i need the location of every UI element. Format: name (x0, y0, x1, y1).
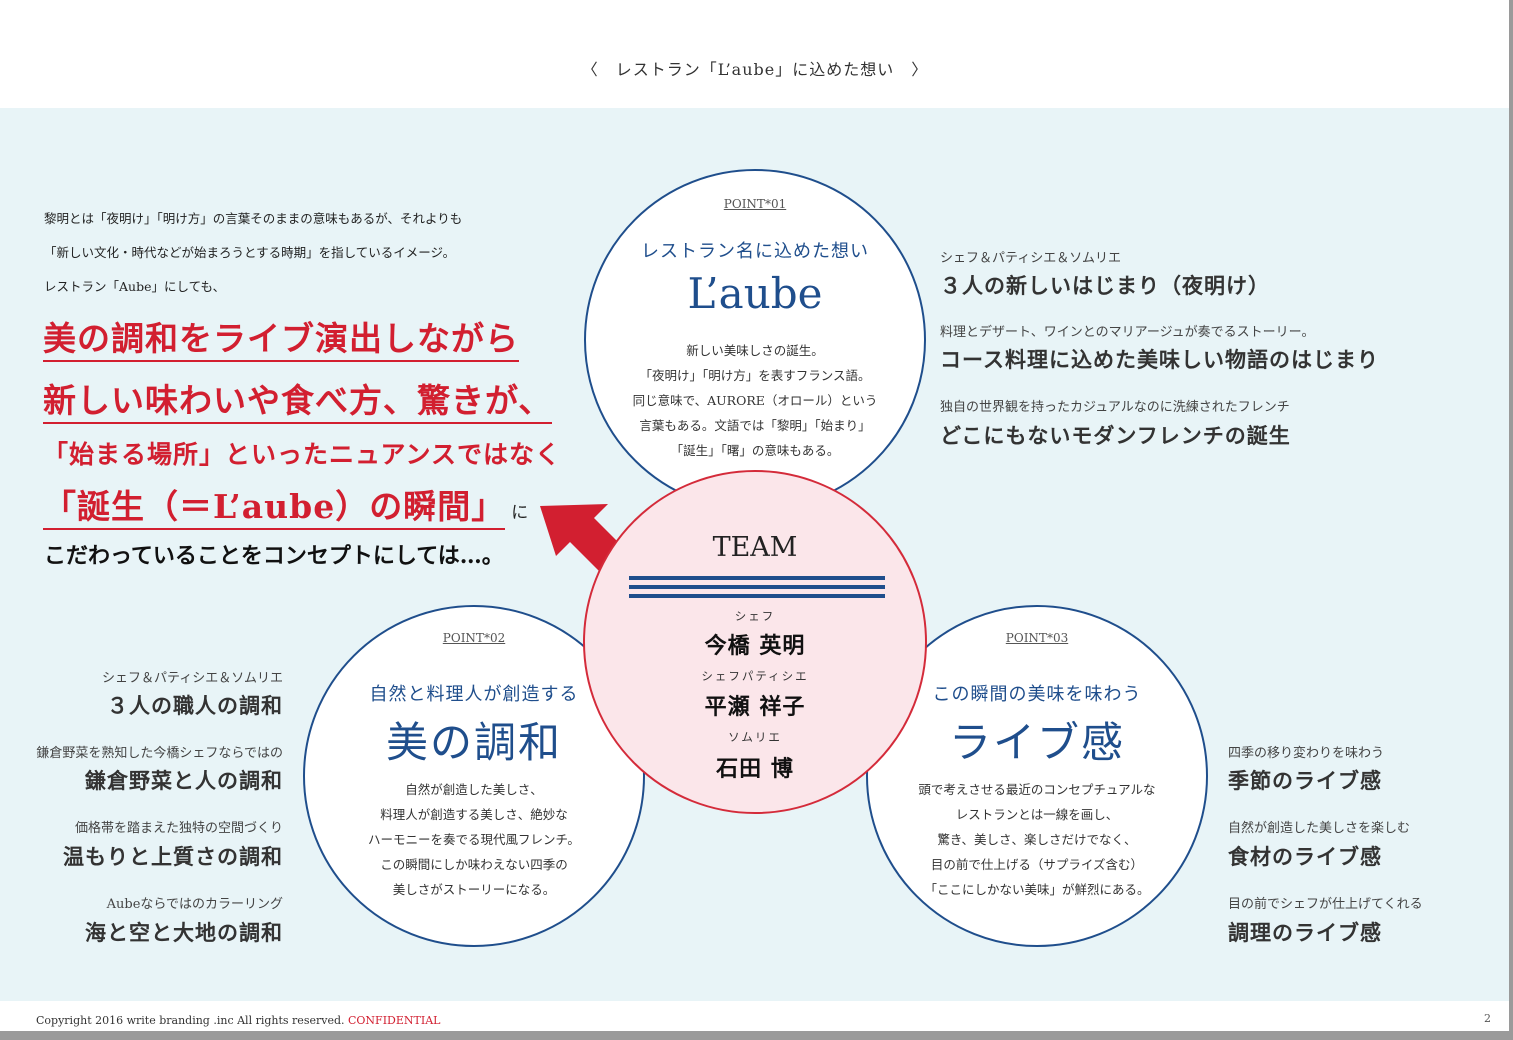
right-top-big-1: ３人の新しいはじまり（夜明け） (940, 273, 1270, 298)
point-02-description: 自然が創造した美しさ、 料理人が創造する美しさ、絶妙な ハーモニーを奏でる現代風… (368, 782, 580, 897)
highlight-line-1: 美の調和をライブ演出しながら (43, 312, 519, 362)
point-03-subtitle: この瞬間の美味を味わう (932, 684, 1142, 705)
right-top-big-2: コース料理に込めた美味しい物語のはじまり (940, 347, 1379, 372)
footer-copyright: Copyright 2016 write branding .inc All r… (36, 1014, 441, 1027)
team-stripe (629, 576, 885, 580)
right-bottom-big-3: 調理のライブ感 (1228, 920, 1382, 945)
left-bottom-big-3: 温もりと上質さの調和 (63, 844, 283, 869)
point-01-description: 新しい美味しさの誕生。 「夜明け」「明け方」を表すフランス語。 同じ意味で、AU… (632, 343, 878, 458)
left-bottom-big-1: ３人の職人の調和 (107, 693, 283, 718)
right-top-small-2: 料理とデザート、ワインとのマリアージュが奏でるストーリー。 (940, 325, 1315, 340)
team-name-chef: 今橋 英明 (704, 633, 806, 659)
point-01-circle: POINT*01 レストラン名に込めた想い L’aube 新しい美味しさの誕生。… (584, 169, 926, 511)
window-frame-bottom (0, 1031, 1513, 1040)
team-circle: TEAM シェフ 今橋 英明 シェフパティシエ 平瀬 祥子 ソムリエ 石田 博 (583, 470, 927, 814)
left-bottom-small-3: 価格帯を踏まえた独特の空間づくり (74, 821, 283, 836)
right-top-small-3: 独自の世界観を持ったカジュアルなのに洗練されたフレンチ (940, 400, 1290, 415)
right-bottom-small-1: 四季の移り変わりを味わう (1228, 746, 1385, 761)
right-bottom-big-2: 食材のライブ感 (1228, 844, 1382, 869)
main-panel: 黎明とは「夜明け」「明け方」の言葉そのままの意味もあるが、それよりも 「新しい文… (0, 108, 1509, 1001)
left-bottom-big-4: 海と空と大地の調和 (85, 920, 283, 945)
confidential-label: CONFIDENTIAL (348, 1014, 441, 1027)
point-01-subtitle: レストラン名に込めた想い (641, 241, 869, 262)
highlight-line-4: 「誕生（＝L’aube）の瞬間」に (43, 480, 529, 530)
window-frame-right (1509, 0, 1513, 1040)
point-01-label: POINT*01 (723, 197, 787, 211)
left-bottom-big-2: 鎌倉野菜と人の調和 (85, 768, 283, 793)
left-bottom-small-1: シェフ＆パティシエ＆ソムリエ (102, 671, 283, 686)
point-02-label: POINT*02 (442, 631, 506, 645)
intro-line-3: レストラン「Aube」にしても、 (44, 279, 226, 294)
team-role-sommelier: ソムリエ (728, 730, 782, 744)
left-bottom-small-2: 鎌倉野菜を熟知した今橋シェフならではの (36, 746, 283, 761)
point-03-label: POINT*03 (1005, 631, 1069, 645)
highlight-line-2: 新しい味わいや食べ方、驚きが、 (43, 374, 553, 424)
right-bottom-big-1: 季節のライブ感 (1228, 768, 1382, 793)
intro-line-1: 黎明とは「夜明け」「明け方」の言葉そのままの意味もあるが、それよりも (44, 211, 463, 226)
point-03-title: ライブ感 (948, 718, 1125, 767)
concept-line: こだわっていることをコンセプトにしては…。 (44, 543, 504, 569)
right-top-big-3: どこにもないモダンフレンチの誕生 (940, 423, 1291, 448)
point-01-title: L’aube (687, 269, 823, 318)
team-stripe (629, 585, 885, 589)
team-name-patissier: 平瀬 祥子 (704, 694, 806, 720)
right-bottom-small-3: 目の前でシェフが仕上げてくれる (1228, 897, 1423, 912)
page-number: 2 (1484, 1012, 1491, 1025)
intro-line-2: 「新しい文化・時代などが始まろうとする時期」を指しているイメージ。 (44, 245, 456, 260)
team-stripe (629, 594, 885, 598)
right-bottom-small-2: 自然が創造した美しさを楽しむ (1228, 821, 1411, 836)
right-top-small-1: シェフ＆パティシエ＆ソムリエ (940, 251, 1121, 266)
team-role-patissier: シェフパティシエ (701, 669, 809, 683)
highlight-line-3: 「始まる場所」といったニュアンスではなく (43, 440, 562, 469)
team-role-chef: シェフ (734, 609, 776, 623)
team-title: TEAM (712, 532, 798, 563)
point-02-title: 美の調和 (385, 718, 562, 767)
left-bottom-small-4: Aubeならではのカラーリング (106, 897, 283, 912)
point-03-description: 頭で考えさせる最近のコンセプチュアルな レストランとは一線を画し、 驚き、美しさ… (918, 782, 1156, 897)
point-02-subtitle: 自然と料理人が創造する (369, 684, 579, 705)
team-name-sommelier: 石田 博 (716, 756, 794, 782)
page-title: 〈 レストラン「L’aube」に込めた想い 〉 (581, 60, 929, 79)
